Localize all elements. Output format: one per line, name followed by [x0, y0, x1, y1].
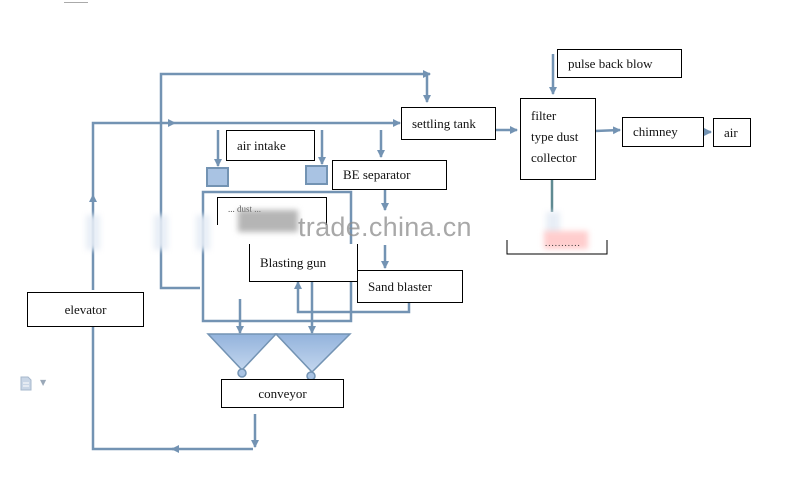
air-box: air	[713, 118, 751, 147]
blasting-gun-label: Blasting gun	[260, 254, 327, 270]
valve-left	[206, 167, 229, 187]
line-sand-to-gun	[294, 281, 411, 314]
be-separator-label: BE separator	[343, 167, 411, 182]
be-separator-box: BE separator	[332, 160, 447, 190]
watermark: trade.china.cn	[298, 212, 472, 242]
hopper-left	[206, 333, 278, 372]
pulse-back-blow-label: pulse back blow	[568, 55, 653, 71]
conveyor-box: conveyor	[221, 379, 344, 408]
line-elevator-top	[91, 119, 176, 195]
chimney-label: chimney	[633, 124, 678, 139]
blur-patch-gray	[238, 210, 298, 232]
settling-tank-box: settling tank	[401, 107, 496, 140]
blur-patch	[546, 212, 560, 234]
filter-label-line2: type dust	[531, 129, 579, 144]
sand-blaster-label: Sand blaster	[368, 278, 432, 294]
air-label: air	[724, 124, 738, 140]
line-bottom-to-elevator	[91, 326, 175, 451]
line-outer-loop	[159, 70, 431, 290]
hopper-right	[274, 333, 352, 374]
air-intake-box: air intake	[226, 130, 315, 161]
blur-patch	[196, 215, 210, 250]
blur-patch	[86, 215, 100, 250]
settling-tank-label: settling tank	[412, 115, 476, 131]
valve-right	[305, 165, 328, 185]
filter-label-line1: filter	[531, 108, 557, 123]
elevator-box: elevator	[27, 292, 144, 327]
filter-label-line3: collector	[531, 150, 577, 165]
document-icon[interactable]	[20, 376, 32, 391]
line-filter-to-chimney	[594, 126, 621, 135]
chimney-box: chimney	[622, 117, 704, 147]
blur-patch-red	[544, 231, 588, 249]
conveyor-label: conveyor	[258, 385, 307, 401]
blasting-gun-box: Blasting gun	[249, 244, 358, 282]
filter-dust-collector-box: filter type dust collector	[520, 98, 596, 180]
pulse-back-blow-box: pulse back blow	[557, 49, 682, 78]
air-intake-label: air intake	[237, 137, 286, 153]
chevron-down-icon[interactable]: ▼	[40, 378, 47, 387]
hopper-left-outlet	[237, 368, 247, 378]
blur-patch	[154, 215, 168, 250]
top-edge-mark	[64, 0, 88, 3]
elevator-label: elevator	[64, 301, 107, 317]
dust-box-label: ... dust ...	[228, 204, 262, 214]
sand-blaster-box: Sand blaster	[357, 270, 463, 303]
dust-tray	[506, 240, 608, 255]
tray-dots: ...........	[545, 238, 581, 248]
